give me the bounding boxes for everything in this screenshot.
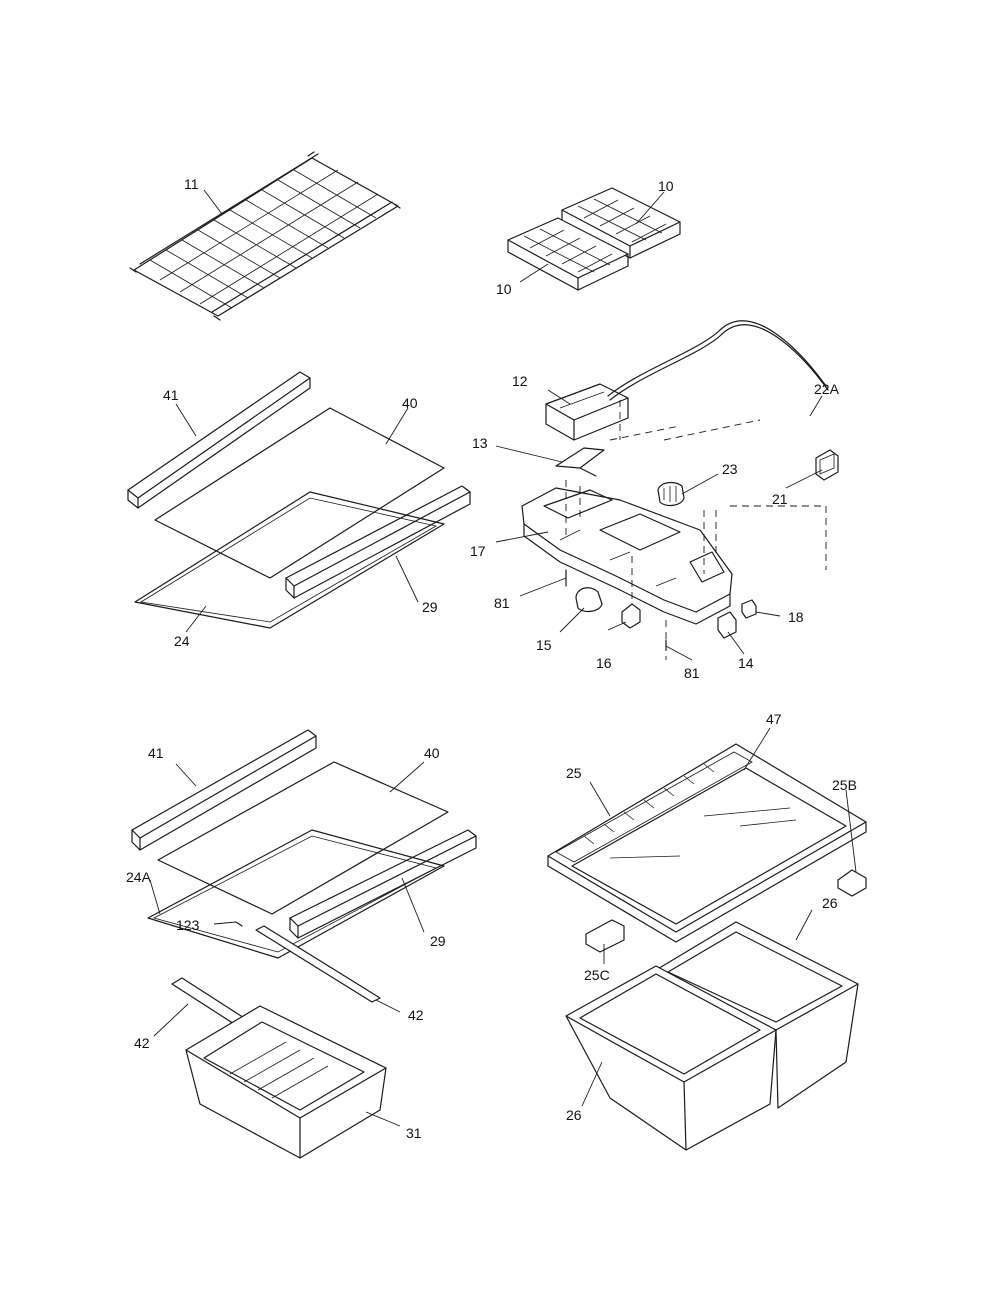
glass-shelf-upper: [154, 407, 445, 579]
trim-front-lower: [131, 729, 317, 851]
shelf-frame-upper: [134, 491, 445, 629]
trim-rear-lower: [289, 829, 477, 939]
crisper-cover-glass: [571, 767, 847, 925]
callout-26-left: 26: [566, 1107, 582, 1123]
callout-81-left: 81: [494, 595, 510, 611]
dash-guides: [565, 400, 827, 660]
callout-40-lower: 40: [424, 745, 440, 761]
ice-tray-lower: [507, 217, 629, 291]
crisper-cover-frame: [547, 743, 867, 943]
ice-tray-upper: [561, 187, 681, 259]
callout-18: 18: [788, 609, 804, 625]
shelf-frame-lower: [147, 829, 445, 959]
control-housing: [521, 487, 733, 625]
callout-24: 24: [174, 633, 190, 649]
trim-front-upper: [127, 371, 311, 509]
crisper-right: [655, 921, 859, 1109]
callout-10-lower: 10: [496, 281, 512, 297]
callout-17: 17: [470, 543, 486, 559]
glass-shelf-lower: [157, 761, 449, 915]
callout-41-lower: 41: [148, 745, 164, 761]
callout-13: 13: [472, 435, 488, 451]
clip-123: [235, 921, 243, 927]
callout-41-upper: 41: [163, 387, 179, 403]
cover-bracket-right: [837, 869, 867, 897]
cover-bracket-left: [585, 919, 625, 953]
callout-11: 11: [184, 176, 199, 192]
callout-47: 47: [766, 711, 782, 727]
cord-harness: [607, 320, 829, 401]
crisper-left: [565, 965, 777, 1151]
light-socket: [621, 603, 641, 629]
callout-25C: 25C: [584, 967, 610, 983]
callout-42-left: 42: [134, 1035, 150, 1051]
callout-81-right: 81: [684, 665, 700, 681]
callout-labels: 11 10 10 41 40 29 24 12 13 22A 23 21 17 …: [126, 176, 857, 1141]
leader-lines: [149, 189, 857, 1127]
meat-drawer: [185, 1005, 387, 1159]
callout-29-upper: 29: [422, 599, 438, 615]
ice-bin-cover: [545, 383, 629, 441]
switch-18: [741, 599, 757, 619]
thermostat: [815, 449, 839, 481]
callout-15: 15: [536, 637, 552, 653]
callout-21: 21: [772, 491, 788, 507]
callout-42-right: 42: [408, 1007, 424, 1023]
callout-31: 31: [406, 1125, 422, 1141]
callout-26-right: 26: [822, 895, 838, 911]
callout-14: 14: [738, 655, 754, 671]
callout-22A: 22A: [814, 381, 840, 397]
damper: [555, 447, 605, 477]
callout-23: 23: [722, 461, 738, 477]
switch-14: [717, 611, 737, 639]
slide-rail-right: [255, 925, 381, 1003]
callout-16: 16: [596, 655, 612, 671]
light-bulb: [575, 587, 603, 613]
callout-123: 123: [176, 917, 200, 933]
callout-25B: 25B: [832, 777, 857, 793]
callout-40-upper: 40: [402, 395, 418, 411]
control-knob: [657, 481, 685, 507]
callout-10-upper: 10: [658, 178, 674, 194]
callout-24A: 24A: [126, 869, 152, 885]
callout-25: 25: [566, 765, 582, 781]
callout-12: 12: [512, 373, 528, 389]
wire-shelf: [129, 151, 401, 321]
callout-29-lower: 29: [430, 933, 446, 949]
trim-rear-upper: [285, 485, 471, 599]
